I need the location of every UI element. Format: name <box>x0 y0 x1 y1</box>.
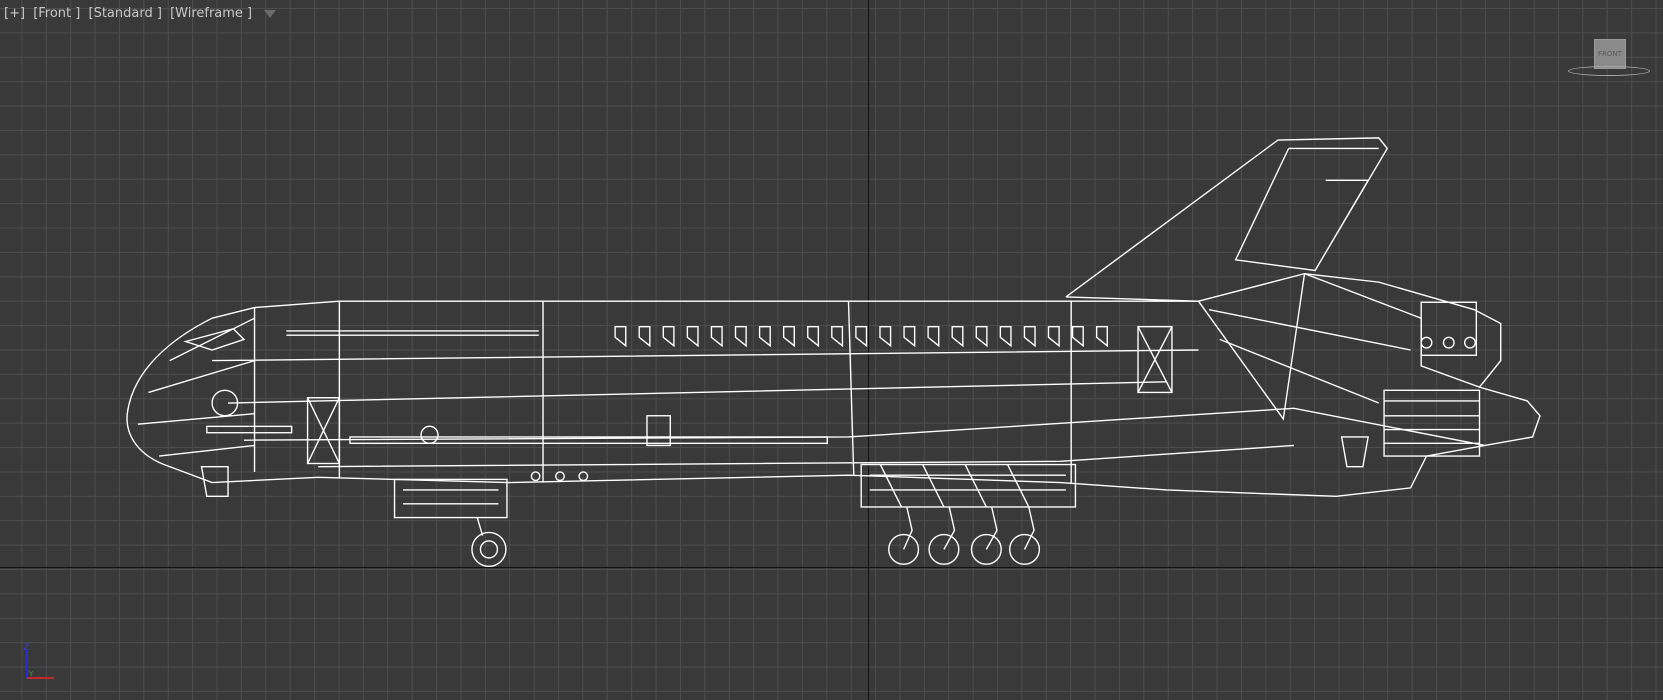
fuselage-ports <box>530 471 589 482</box>
main-landing-gear <box>860 463 1077 565</box>
vent <box>782 325 795 348</box>
vent <box>975 325 988 348</box>
y-axis-label: Y <box>28 670 34 678</box>
world-axis-vertical <box>868 0 869 700</box>
vent <box>879 325 892 348</box>
vent <box>734 325 747 348</box>
vent <box>951 325 964 348</box>
vent <box>831 325 844 348</box>
nose-landing-gear <box>393 478 508 568</box>
vent <box>758 325 771 348</box>
vertical-tail <box>1065 137 1389 302</box>
vent <box>903 325 916 348</box>
viewport-shading-menu[interactable]: [Wireframe ] <box>170 6 253 21</box>
axis-tripod: Z Y <box>23 643 54 679</box>
vent <box>1023 325 1036 348</box>
world-axis-horizontal <box>0 567 1663 568</box>
viewport-standard-menu[interactable]: [Standard ] <box>88 6 162 21</box>
viewcube[interactable]: FRONT <box>1594 39 1626 69</box>
vent <box>999 325 1012 348</box>
vent <box>807 325 820 348</box>
vent <box>614 325 627 348</box>
vent <box>686 325 699 348</box>
vent <box>1095 325 1108 348</box>
viewport-label-menu: [+] [Front ] [Standard ] [Wireframe ] <box>4 6 277 21</box>
viewcube-compass-ring[interactable] <box>1568 66 1650 76</box>
viewport-point-of-view-menu[interactable]: [Front ] <box>33 6 81 21</box>
viewport-general-menu[interactable]: [+] <box>4 6 26 21</box>
filter-icon[interactable] <box>264 9 277 18</box>
vent <box>855 325 868 348</box>
z-axis-label: Z <box>23 643 29 653</box>
fuselage <box>126 272 1541 498</box>
vent <box>638 325 651 348</box>
vent <box>1047 325 1060 348</box>
vent <box>710 325 723 348</box>
vent <box>1071 325 1084 348</box>
cargo-bay-vents <box>614 325 1108 348</box>
vent <box>927 325 940 348</box>
vent <box>662 325 675 348</box>
